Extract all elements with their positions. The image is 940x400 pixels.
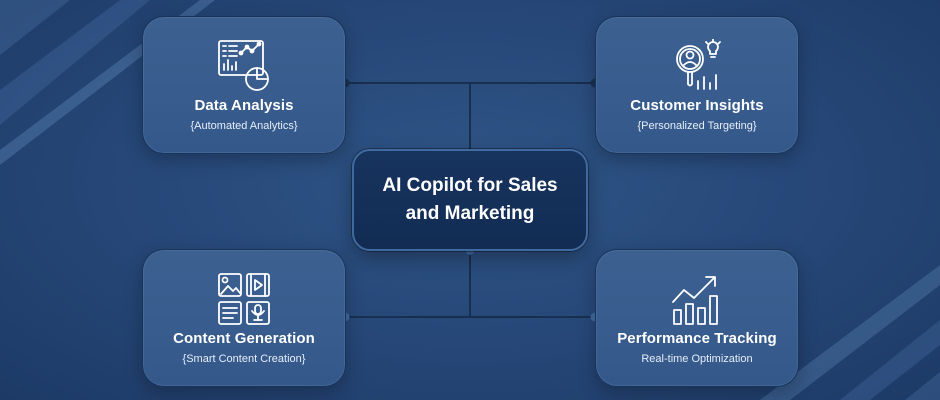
central-title-line-1: AI Copilot for Sales — [382, 175, 558, 196]
card-subtitle: {Personalized Targeting} — [637, 120, 757, 132]
performance-tracking-card: Performance Tracking Real-time Optimizat… — [595, 249, 799, 387]
card-subtitle: {Smart Content Creation} — [182, 353, 306, 365]
data-analysis-card: Data Analysis {Automated Analytics} — [142, 16, 346, 154]
customer-insight-icon — [676, 39, 721, 90]
card-title: Data Analysis — [194, 97, 294, 114]
card-title: Performance Tracking — [617, 330, 777, 347]
content-media-icon — [218, 273, 270, 325]
central-title-line-2: and Marketing — [405, 203, 535, 224]
card-title: Customer Insights — [630, 97, 764, 114]
customer-insights-card: Customer Insights {Personalized Targetin… — [595, 16, 799, 154]
analytics-dashboard-icon — [218, 40, 269, 91]
central-topic-box: AI Copilot for Sales and Marketing — [352, 149, 588, 251]
card-subtitle: Real-time Optimization — [641, 353, 753, 365]
growth-chart-icon — [672, 276, 718, 325]
content-generation-card: Content Generation {Smart Content Creati… — [142, 249, 346, 387]
card-subtitle: {Automated Analytics} — [190, 120, 298, 132]
card-title: Content Generation — [173, 330, 315, 347]
